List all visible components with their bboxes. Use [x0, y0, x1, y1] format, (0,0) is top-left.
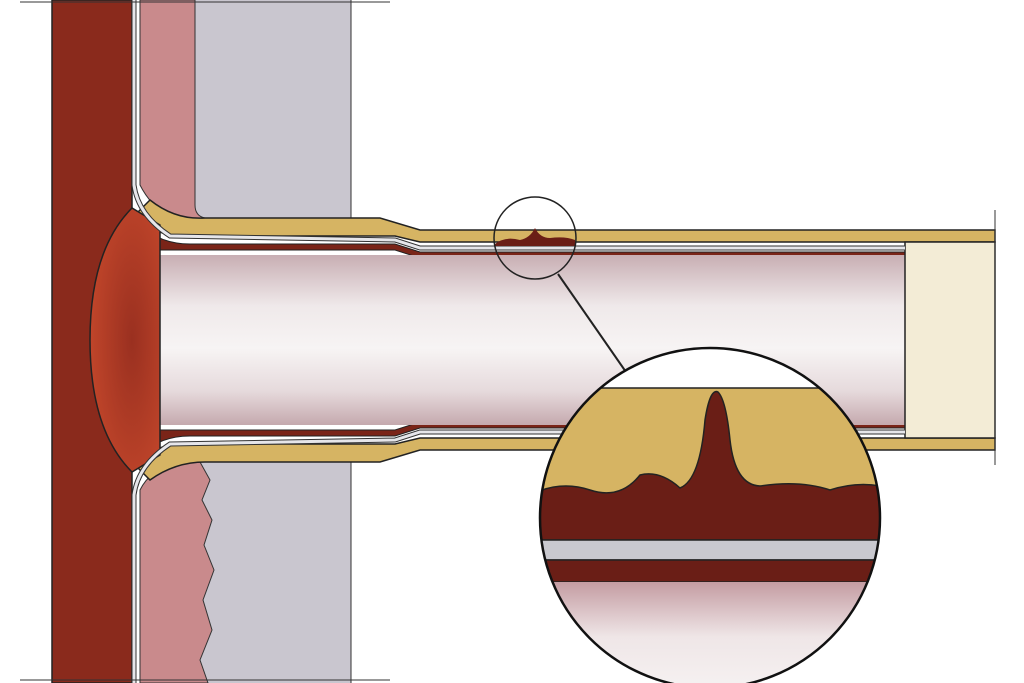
branch-end-cap [904, 241, 996, 439]
gray-layer-bottom [195, 460, 351, 683]
pink-layer-top [139, 0, 206, 219]
magnifier-circle [538, 346, 882, 683]
ostium-bulge [89, 207, 161, 473]
thrombus-magnified [540, 390, 880, 541]
pink-layer-bottom [139, 461, 215, 683]
zoom-source-circle [493, 196, 577, 280]
thrombus-small [495, 228, 575, 246]
zoom-connector [557, 273, 627, 373]
gray-layer-top [195, 0, 351, 218]
